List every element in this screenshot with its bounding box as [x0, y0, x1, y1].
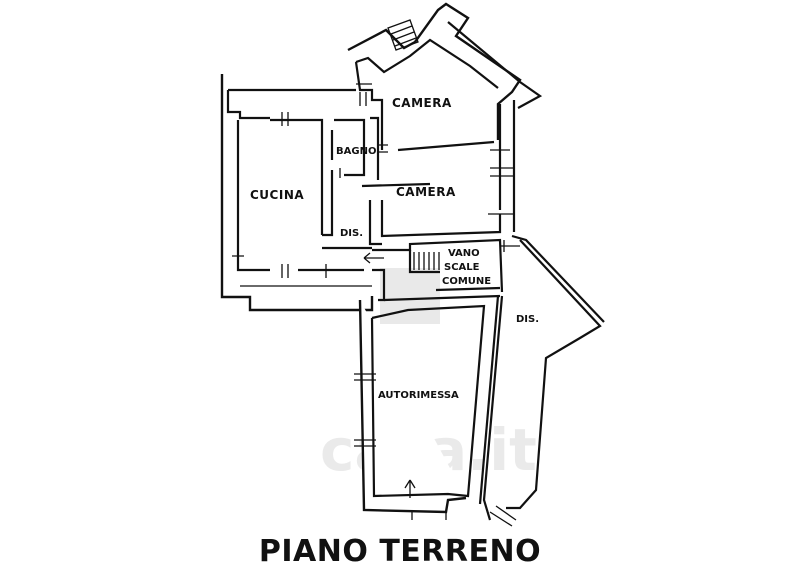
room-label-cucina: CUCINA [250, 188, 304, 202]
autorimessa-door-marks [411, 510, 447, 520]
cucina-left-inner-wall [236, 120, 270, 272]
autorimessa-inner-wall [370, 304, 486, 498]
room-label-vano: VANO [448, 248, 480, 259]
vano-inner-wall [408, 250, 440, 274]
bagno-walls [334, 118, 366, 177]
room-label-scale: SCALE [444, 262, 480, 273]
autorimessa-entry-arrow-icon [404, 479, 416, 498]
dis-right-door-marks [489, 505, 517, 527]
cucina-outer-wall [220, 74, 374, 312]
room-label-camera-top: CAMERA [392, 96, 452, 110]
dis-right-west-wall [482, 295, 504, 521]
cucina-right-inner-wall [270, 118, 324, 235]
camera-mid-north-wall [361, 182, 431, 188]
cucina-block [220, 74, 374, 312]
room-label-camera-mid: CAMERA [396, 185, 456, 199]
vano-outer-wall [372, 238, 504, 293]
camera-top-south-wall [397, 140, 495, 152]
cucina-partition [322, 170, 334, 237]
watermark-logo-icon [380, 268, 440, 324]
camera-top-outer-wall [347, 2, 522, 140]
camera-mid-block [361, 149, 514, 246]
top-stair-icon [387, 19, 419, 51]
bagno-right-wall [370, 116, 380, 180]
bagno-block [330, 116, 388, 180]
vano-scale-block [363, 238, 520, 302]
camera-mid-south-wall [380, 200, 502, 238]
dis-right-west-inner-wall [478, 295, 500, 505]
dis-right-inner-wall [506, 239, 602, 510]
cucina-top-wall [226, 90, 270, 120]
cucina-window-marks [232, 112, 327, 278]
camera-mid-west-wall [368, 200, 382, 246]
autorimessa-window-marks [354, 373, 376, 447]
room-label-dis-left: DIS. [340, 228, 363, 239]
camera-top-block [347, 2, 543, 232]
camera-mid-window-marks [488, 149, 514, 215]
camera-top-north-east-wall [447, 21, 543, 109]
autorimessa-outer-wall [358, 299, 467, 514]
vano-west-wall [372, 268, 386, 302]
autorimessa-north-wall [383, 294, 501, 302]
dis-right-block [478, 234, 605, 527]
vano-south-wall [435, 286, 501, 292]
dis-right-outer-wall [511, 234, 605, 323]
autorimessa-block [354, 294, 501, 520]
vano-stair-icon [413, 252, 440, 270]
vano-arrow-icon [363, 252, 384, 264]
floor-title: PIANO TERRENO [258, 534, 542, 569]
room-label-dis-right: DIS. [516, 314, 539, 325]
room-label-autorimessa: AUTORIMESSA [378, 390, 459, 401]
camera-top-west-wall [354, 61, 384, 150]
room-label-bagno: BAGNO [336, 146, 376, 157]
room-label-comune: COMUNE [442, 276, 491, 287]
vano-east-marks [500, 240, 520, 252]
camera-top-inner-wall [355, 38, 499, 89]
camera-top-window-marks [356, 83, 372, 106]
